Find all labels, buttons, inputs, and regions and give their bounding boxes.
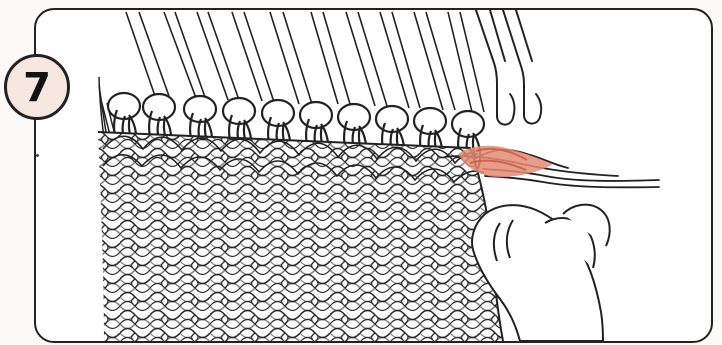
step-badge: 7 <box>4 54 70 120</box>
needle-bed-lines <box>126 12 484 112</box>
scene-clip <box>98 10 659 341</box>
hanging-hooks <box>476 10 541 125</box>
decorative-dot <box>36 154 39 157</box>
step-number: 7 <box>23 68 51 108</box>
knitted-fabric <box>98 132 503 341</box>
